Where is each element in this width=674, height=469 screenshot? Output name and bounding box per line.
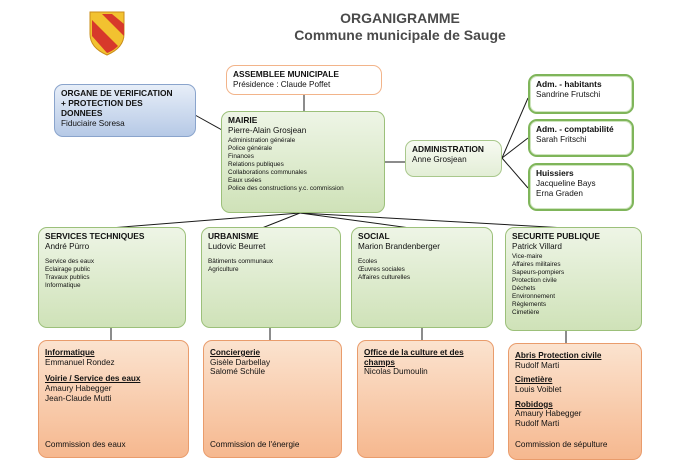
group-person: Salomé Schüle [210,367,266,377]
dept-item: Affaires militaires [512,260,561,268]
commission-label: Commission des eaux [45,440,126,449]
adm-comptabilite-person: Sarah Fritschi [536,134,587,144]
dept-services-techniques: SERVICES TECHNIQUES André Pürro Service … [38,227,186,328]
mairie-person: Pierre-Alain Grosjean [228,125,307,135]
dept-title: SOCIAL [358,231,390,241]
group-person: Nicolas Dumoulin [364,367,428,377]
mairie-item: Relations publiques [228,160,284,168]
dept-urbanisme: URBANISME Ludovic Beurret Bâtiments comm… [201,227,341,328]
dept-item: Service des eaux [45,257,95,265]
commission-label: Commission de sépulture [515,440,608,449]
organe-fiduciaire: Fiduciaire Soresa [61,118,125,128]
dept-item: Sapeurs-pompiers [512,268,565,276]
dept-item: Protection civile [512,276,557,284]
administration-person: Anne Grosjean [412,154,467,164]
huissiers-person: Jacqueline Bays [536,178,596,188]
group-person: Amaury Habegger [515,409,582,419]
dept-item: Vice-maire [512,252,543,260]
administration-box: ADMINISTRATION Anne Grosjean [405,140,502,177]
assemblee-box: ASSEMBLEE MUNICIPALE Présidence : Claude… [226,65,382,95]
dept-item: Agriculture [208,265,239,273]
group-person: Rudolf Marti [515,360,560,370]
huissiers-box: Huissiers Jacqueline Bays Erna Graden [528,163,634,211]
sub-urbanisme: Conciergerie Gisèle Darbellay Salomé Sch… [203,340,342,458]
dept-person: Patrick Villard [512,241,562,251]
mairie-title: MAIRIE [228,115,258,125]
dept-title: SERVICES TECHNIQUES [45,231,145,241]
dept-item: Déchets [512,284,536,292]
dept-item: Travaux publics [45,273,90,281]
mairie-item: Collaborations communales [228,168,307,176]
dept-item: Cimetière [512,308,540,316]
mairie-box: MAIRIE Pierre-Alain Grosjean Administrat… [221,111,385,213]
organe-title-line: + PROTECTION DES [61,97,143,108]
sub-services-techniques: Informatique Emmanuel Rondez Voirie / Se… [38,340,189,458]
administration-title: ADMINISTRATION [412,144,484,154]
organe-box: ORGANE DE VERIFICATION + PROTECTION DES … [54,84,196,137]
sub-social: Office de la culture et des champs Nicol… [357,340,494,458]
group-person: Rudolf Marti [515,419,560,429]
mairie-item: Police des constructions y.c. commission [228,184,344,192]
adm-habitants-person: Sandrine Frutschi [536,89,601,99]
mairie-item: Police générale [228,144,273,152]
page-title: ORGANIGRAMME [340,10,460,26]
group-heading: Conciergerie [210,348,261,357]
huissiers-title: Huissiers [536,168,574,178]
dept-item: Ecoles [358,257,378,265]
group-heading: Informatique [45,348,95,357]
group-heading: Office de la culture et des champs [364,348,464,367]
adm-comptabilite-title: Adm. - comptabilité [536,124,614,134]
dept-person: André Pürro [45,241,90,251]
group-heading: Voirie / Service des eaux [45,374,141,384]
group-heading: Abris Protection civile [515,351,602,360]
dept-item: Informatique [45,281,81,289]
mairie-item: Eaux usées [228,176,262,184]
dept-item: Bâtiments communaux [208,257,273,265]
dept-item: Affaires culturelles [358,273,411,281]
adm-habitants-title: Adm. - habitants [536,79,602,89]
dept-person: Marion Brandenberger [358,241,440,251]
assemblee-title: ASSEMBLEE MUNICIPALE [233,69,339,79]
group-heading: Robidogs [515,399,553,409]
group-person: Jean-Claude Mutti [45,393,112,403]
dept-item: Œuvres sociales [358,265,405,273]
group-person: Emmanuel Rondez [45,357,115,367]
dept-item: Règlements [512,300,547,308]
group-person: Amaury Habegger [45,384,112,394]
group-heading: Cimetière [515,375,553,385]
commission-label: Commission de l'énergie [210,440,300,449]
group-person: Louis Voiblet [515,385,562,395]
dept-person: Ludovic Beurret [208,241,266,251]
dept-item: Environnement [512,292,555,300]
page-subtitle: Commune municipale de Sauge [294,27,506,43]
adm-habitants-box: Adm. - habitants Sandrine Frutschi [528,74,634,114]
dept-title: SECURITE PUBLIQUE [512,231,600,241]
huissiers-person: Erna Graden [536,188,583,198]
assemblee-presidence: Présidence : Claude Poffet [233,79,331,89]
organe-title-line: ORGANE DE VERIFICATION [61,88,173,98]
mairie-item: Administration générale [228,136,296,144]
dept-item: Eclairage public [45,265,91,273]
group-person: Gisèle Darbellay [210,357,271,367]
mairie-item: Finances [228,152,254,160]
sub-securite-publique: Abris Protection civile Rudolf Marti Cim… [508,343,642,460]
dept-title: URBANISME [208,231,259,241]
dept-securite-publique: SECURITE PUBLIQUE Patrick Villard Vice-m… [505,227,642,331]
adm-comptabilite-box: Adm. - comptabilité Sarah Fritschi [528,119,634,157]
commune-crest-logo [89,11,125,56]
dept-social: SOCIAL Marion Brandenberger Ecoles Œuvre… [351,227,493,328]
organe-title-line: DONNEES [61,107,103,118]
